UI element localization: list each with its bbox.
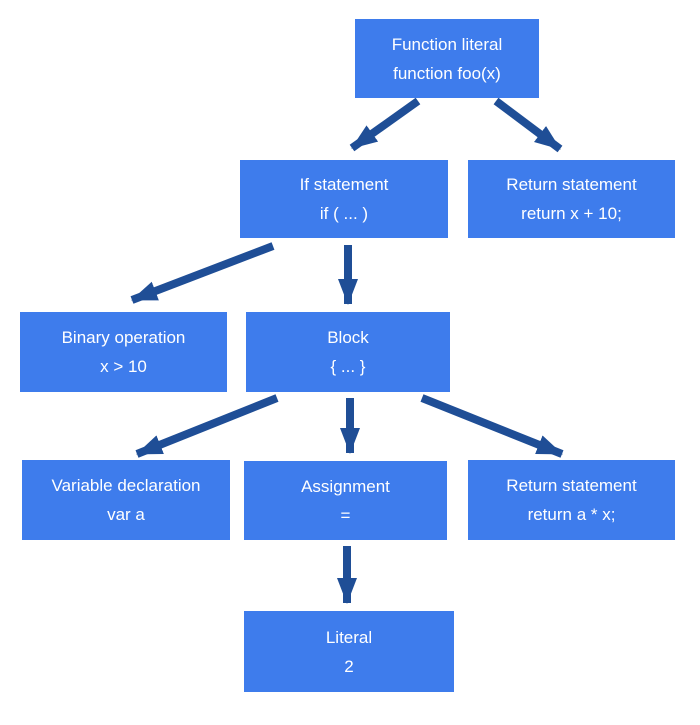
edge-block-to-variable-declaration	[135, 394, 279, 458]
node-title: Literal	[325, 627, 373, 647]
node-title: If statement	[299, 175, 389, 194]
node-return-statement-2: Return statement return a * x;	[468, 460, 675, 540]
node-title: Assignment	[301, 476, 390, 496]
node-if-statement: If statement if ( ... )	[240, 160, 448, 238]
node-subtitle: 2	[344, 656, 354, 676]
node-function-literal: Function literal function foo(x)	[355, 19, 539, 98]
node-subtitle: =	[340, 505, 351, 525]
node-subtitle: var a	[107, 505, 145, 524]
node-binary-operation: Binary operation x > 10	[20, 312, 227, 392]
node-literal: Literal 2	[244, 611, 454, 692]
edge-if-statement-to-binary-operation	[130, 242, 275, 304]
node-title: Block	[327, 328, 369, 347]
edge-block-to-return-statement-2	[420, 394, 564, 458]
node-return-statement-1: Return statement return x + 10;	[468, 160, 675, 238]
node-assignment: Assignment =	[244, 461, 447, 540]
node-variable-declaration: Variable declaration var a	[22, 460, 230, 540]
node-title: Binary operation	[61, 328, 186, 347]
node-title: Function literal	[391, 34, 503, 54]
node-subtitle: return x + 10;	[521, 204, 622, 223]
node-subtitle: { ... }	[330, 357, 366, 376]
edge-function-literal-to-return-statement-1	[493, 97, 563, 153]
node-block: Block { ... }	[246, 312, 450, 392]
node-subtitle: return a * x;	[527, 505, 616, 524]
node-subtitle: if ( ... )	[319, 204, 369, 223]
node-title: Return statement	[506, 476, 637, 495]
edge-function-literal-to-if-statement	[349, 97, 421, 152]
node-title: Return statement	[506, 175, 637, 194]
node-subtitle: x > 10	[100, 357, 147, 376]
node-title: Variable declaration	[51, 476, 201, 495]
node-subtitle: function foo(x)	[393, 63, 501, 83]
